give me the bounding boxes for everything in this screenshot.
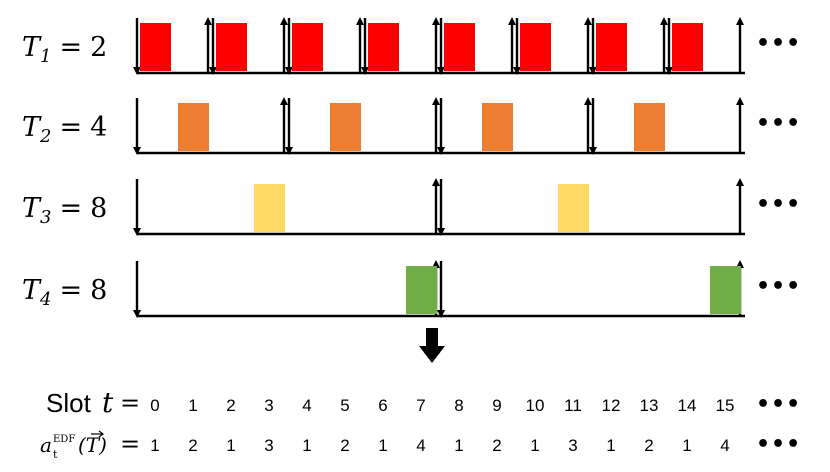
slot-ellipsis: ••• [756,392,801,417]
slot-value: 8 [454,396,463,415]
edf-value: 2 [492,436,501,455]
task-period: 4 [90,112,107,143]
slot-word: Slot [46,388,92,418]
task-row-4: T4 = 8 ••• [22,260,801,318]
slot-value: 7 [416,396,425,415]
task-label: T2 = 4 [22,112,107,147]
slot-value: 11 [564,396,582,415]
task-symbol: T [22,193,42,224]
slot-value: 2 [226,396,235,415]
task-equals: = [59,112,82,143]
edf-value: 1 [150,436,159,455]
edf-sup: EDF [53,434,75,445]
edf-row: a t EDF (T) = 1 2 1 3 1 2 1 4 1 2 1 3 1 2 1 4 ••• [40,430,801,461]
exec-block [710,266,741,314]
task-subscript: 3 [40,207,51,228]
task-period: 8 [90,275,107,306]
edf-value: 1 [226,436,235,455]
task-row-3: T3 = 8 ••• [22,178,801,236]
exec-block [292,23,323,71]
edf-value: 2 [188,436,197,455]
task-label: T3 = 8 [22,193,107,228]
edf-ellipsis: ••• [756,432,801,457]
slot-value: 10 [526,396,545,415]
task-row-1: T1 = 2 ••• [22,17,801,75]
slot-value: 9 [492,396,501,415]
task-symbol: T [22,112,42,143]
row-ellipsis: ••• [756,31,801,56]
slot-value: 4 [302,396,311,415]
slot-equals: = [120,389,140,417]
exec-block [520,23,551,71]
edf-value: 1 [454,436,463,455]
slot-value: 12 [602,396,621,415]
task-subscript: 2 [39,126,51,147]
task-row-2: T2 = 4 ••• [22,97,801,155]
task-equals: = [59,193,82,224]
exec-block [178,103,209,151]
exec-block [482,103,513,151]
edf-sub: t [53,448,58,461]
edf-var: a [40,433,52,457]
task-label: T4 = 8 [22,275,107,310]
task-symbol: T [22,32,42,63]
slot-value: 5 [340,396,349,415]
row-ellipsis: ••• [756,111,801,136]
task-period: 2 [90,32,107,63]
slot-value: 1 [188,396,197,415]
slot-var: t [102,386,114,419]
task-equals: = [59,32,82,63]
slot-value: 6 [378,396,387,415]
exec-block [444,23,475,71]
edf-value: 1 [606,436,615,455]
edf-equals: = [120,430,140,458]
exec-block [216,23,247,71]
edf-value: 3 [264,436,273,455]
edf-value: 2 [644,436,653,455]
task-symbol: T [22,275,42,306]
exec-block [254,184,285,232]
exec-block [558,184,589,232]
edf-value: 1 [302,436,311,455]
slot-value: 13 [640,396,659,415]
slot-value: 14 [678,396,697,415]
edf-value: 1 [530,436,539,455]
exec-block [634,103,665,151]
edf-value: 1 [682,436,691,455]
edf-arg: (T) [78,433,107,457]
exec-block [672,23,703,71]
exec-block [330,103,361,151]
edf-value: 3 [568,436,577,455]
slot-value: 3 [264,396,273,415]
edf-value: 4 [720,436,729,455]
exec-block [368,23,399,71]
row-ellipsis: ••• [756,192,801,217]
row-ellipsis: ••• [756,274,801,299]
edf-value: 1 [378,436,387,455]
task-equals: = [59,275,82,306]
task-period: 8 [90,193,107,224]
task-label: T1 = 2 [22,32,107,67]
task-subscript: 4 [39,289,51,310]
exec-block [406,266,437,314]
exec-block [140,23,171,71]
big-down-arrow-icon [419,328,445,363]
slot-value: 0 [150,396,159,415]
task-subscript: 1 [40,46,51,67]
slot-value: 15 [716,396,735,415]
exec-block [596,23,627,71]
edf-value: 2 [340,436,349,455]
edf-value: 4 [416,436,425,455]
